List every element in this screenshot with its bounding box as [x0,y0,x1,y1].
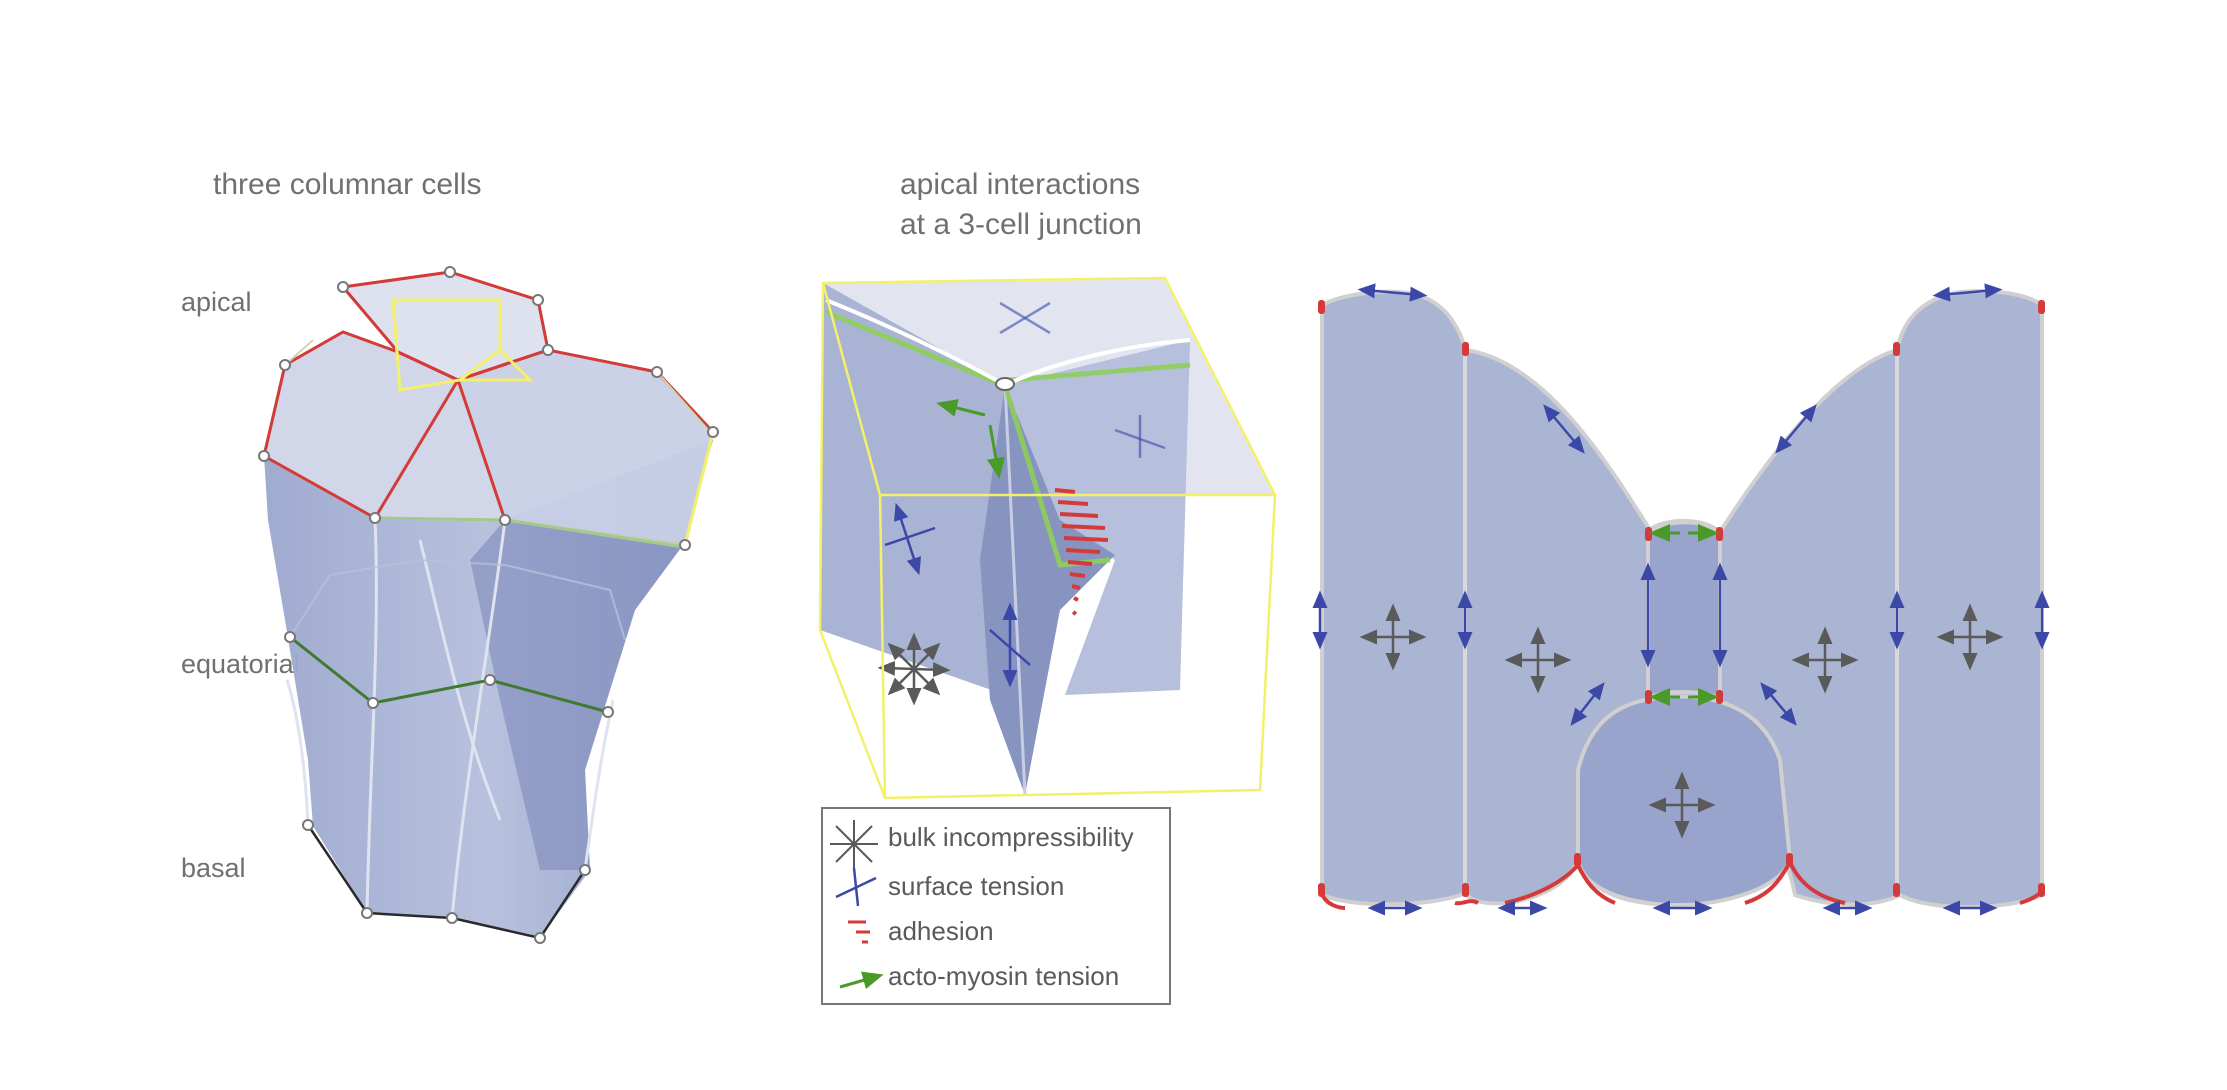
middle-panel: apical interactions at a 3-cell junction [818,168,1277,1005]
basal-label: basal [181,853,246,883]
middle-panel-title-line1: apical interactions [900,168,1140,201]
equatorial-label: equatorial [181,649,300,679]
actomyosin-lines [825,309,1191,568]
surface-tension-crosses [884,301,1166,688]
legend-label-bulk: bulk incompressibility [888,822,1134,852]
legend-label-adhesion: adhesion [888,916,994,946]
double-arrow-cross-icon [835,867,877,907]
apical-label: apical [181,287,252,317]
green-arrow-icon [839,971,884,989]
columnar-cells-3d [258,266,719,944]
center-column-cell [1646,520,1722,702]
adhesion-vertex-marks [1318,300,2045,897]
bulk-stars-2d [1359,603,2004,839]
star-arrows-icon [830,820,878,868]
junction-box-outline [818,276,1277,800]
surface-tension-arrows-2d [1312,283,2050,916]
junction-wedge [980,385,1115,795]
right-panel [1312,283,2050,916]
cell-column-shade [470,440,713,870]
left-panel-title: three columnar cells [213,168,481,201]
actomyosin-arrows [936,399,1005,479]
middle-panel-title-line2: at a 3-cell junction [900,208,1142,241]
adhesion-dashes [1054,488,1109,616]
vertex-nodes [258,266,719,944]
zoom-box [391,298,534,392]
left-panel: three columnar cells apical equatorial b… [181,168,719,944]
legend-label-tension: surface tension [888,871,1064,901]
equatorial-outline [289,635,609,714]
legend: bulk incompressibility surface tension a… [821,807,1171,1005]
actomyosin-arrows-2d [1649,524,1719,706]
center-basal-cell [1576,694,1793,908]
legend-box [821,807,1171,1005]
junction-node [995,377,1015,391]
bulk-incompressibility-star [877,632,951,706]
junction-3d-view [818,276,1277,800]
legend-label-actomyosin: acto-myosin tension [888,961,1119,991]
red-dashes-icon [848,920,870,944]
